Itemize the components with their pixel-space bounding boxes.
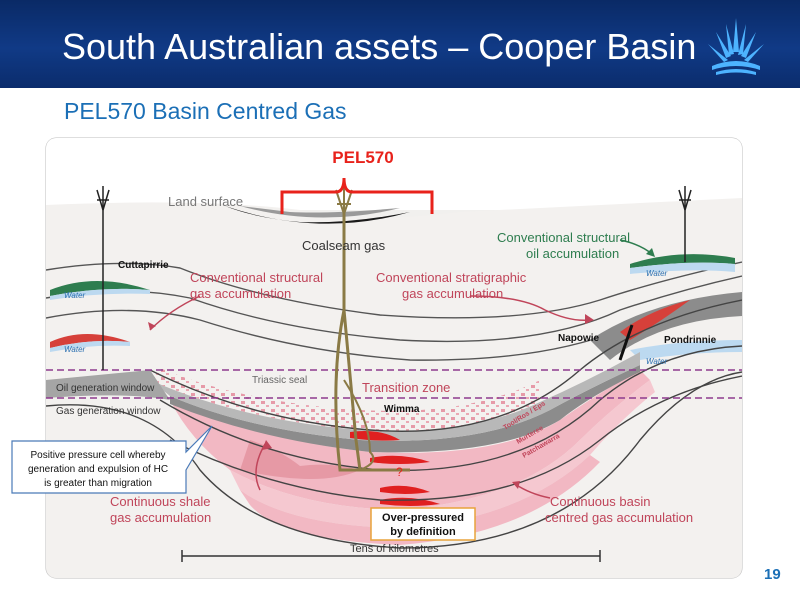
transition-zone-label: Transition zone: [362, 380, 450, 395]
water-label: Water: [646, 357, 668, 366]
scale-label: Tens of kilometres: [350, 543, 439, 555]
scale-bar: [181, 550, 601, 562]
pressure-cell-note: is greater than migration: [44, 478, 152, 489]
drilling-rig-icon-right: [678, 186, 692, 262]
land-surface-label: Land surface: [168, 194, 243, 209]
conventional-structural-oil-label: oil accumulation: [526, 246, 619, 261]
pondrinnie-label: Pondrinnie: [664, 335, 717, 346]
structural-oil-accumulation-right: [630, 254, 735, 268]
cuttapirrie-label: Cuttapirrie: [118, 260, 169, 271]
gas-lens: [370, 455, 430, 464]
arrow-heads: [148, 314, 594, 489]
drilling-rig-icon-left: [96, 186, 110, 370]
fault-line: [618, 324, 634, 361]
gas-lens: [350, 431, 400, 441]
slide-title: South Australian assets – Cooper Basin: [62, 26, 697, 67]
continuous-basin-label: centred gas accumulation: [545, 510, 693, 525]
well-bore: [342, 210, 362, 471]
conventional-structural-gas-label: Conventional structural: [190, 270, 323, 285]
cuttapirrie-oil-accumulation: [50, 281, 150, 296]
wimma-label: Wimma: [384, 404, 420, 415]
coalseam-gas-label: Coalseam gas: [302, 238, 386, 253]
over-pressured-label: Over-pressured: [382, 512, 464, 524]
gas-lens: [380, 485, 430, 494]
title-bar: South Australian assets – Cooper Basin: [0, 0, 800, 88]
continuous-shale-label: gas accumulation: [110, 510, 211, 525]
oil-generation-window-label: Oil generation window: [56, 383, 155, 394]
drilling-rig-icon-center: [335, 186, 353, 215]
pel570-label: PEL570: [332, 148, 393, 167]
over-pressured-callout: Over-pressured by definition: [370, 507, 476, 541]
pel570-bracket: [280, 177, 434, 214]
conventional-structural-gas-label: gas accumulation: [190, 286, 291, 301]
water-label: Water: [64, 291, 86, 300]
company-logo-icon: [708, 18, 764, 75]
napowie-label: Napowie: [558, 333, 600, 344]
pressure-cell-callout: Positive pressure cell whereby generatio…: [11, 425, 213, 494]
water-label: Water: [646, 269, 668, 278]
pressure-cell-note: Positive pressure cell whereby: [30, 450, 165, 461]
question-mark-label: ?: [396, 465, 403, 479]
triassic-seal-label: Triassic seal: [252, 375, 307, 386]
pressure-cell-note: generation and expulsion of HC: [28, 464, 168, 475]
gas-generation-window-label: Gas generation window: [56, 406, 161, 417]
continuous-basin-label: Continuous basin: [550, 494, 650, 509]
conventional-structural-oil-label: Conventional structural: [497, 230, 630, 245]
slide-subtitle: PEL570 Basin Centred Gas: [64, 98, 347, 124]
conventional-stratigraphic-gas-label: gas accumulation: [402, 286, 503, 301]
conventional-gas-accumulation-left: [50, 334, 130, 348]
water-label: Water: [64, 345, 86, 354]
over-pressured-label: by definition: [390, 526, 456, 538]
conventional-stratigraphic-gas-label: Conventional stratigraphic: [376, 270, 527, 285]
page-number: 19: [764, 566, 781, 583]
continuous-shale-label: Continuous shale: [110, 494, 210, 509]
